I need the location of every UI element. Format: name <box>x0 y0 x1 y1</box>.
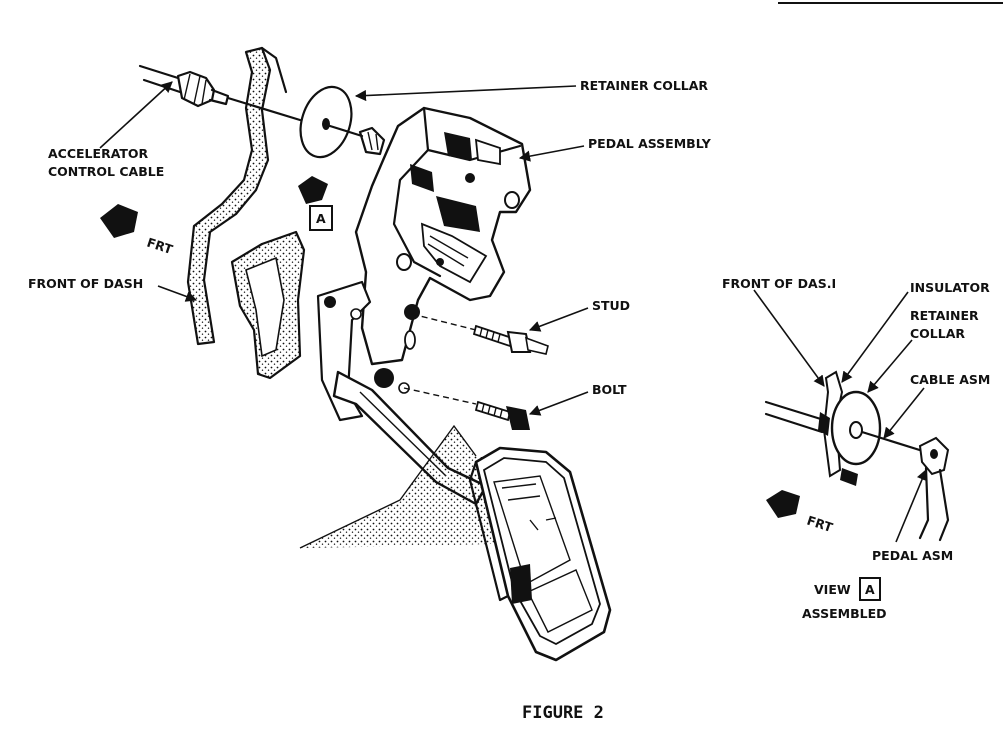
retainer-collar <box>299 85 386 159</box>
frt-arrow-icon <box>100 204 138 238</box>
detail-view: FRT FRONT OF DAS.I INSULATOR RETAINER CO… <box>722 276 990 621</box>
label-stud: STUD <box>592 298 630 313</box>
view-a-marker-label: A <box>316 211 326 226</box>
detail-label-pedal-asm: PEDAL ASM <box>872 548 953 563</box>
stud <box>411 313 549 355</box>
detail-view-box <box>859 577 881 601</box>
label-front-of-dash: FRONT OF DASH <box>28 276 143 291</box>
label-pedal-assembly: PEDAL ASSEMBLY <box>588 136 712 151</box>
floor <box>299 424 548 549</box>
detail-label-front-of-dash: FRONT OF DAS.I <box>722 276 836 291</box>
detail-label-cable-asm: CABLE ASM <box>910 372 990 387</box>
detail-frt-label: FRT <box>805 513 835 535</box>
leader-retainer-collar <box>354 85 577 102</box>
leader-bolt <box>528 391 589 416</box>
main-view: FRT A ACCELERATOR CONTROL CABLE RETAINER… <box>28 46 712 662</box>
label-accelerator-line2: CONTROL CABLE <box>48 164 164 179</box>
frt-label: FRT <box>145 235 175 257</box>
detail-frt-arrow-icon <box>766 490 800 518</box>
pedal-assembly <box>354 106 532 394</box>
label-retainer-collar: RETAINER COLLAR <box>580 78 708 93</box>
leader-stud <box>528 307 589 332</box>
detail-assembled: ASSEMBLED <box>802 606 887 621</box>
detail-label-insulator: INSULATOR <box>910 280 990 295</box>
pedal-pad <box>468 446 612 662</box>
bolt <box>403 387 530 430</box>
label-bolt: BOLT <box>592 382 627 397</box>
label-accelerator-line1: ACCELERATOR <box>48 146 149 161</box>
leader-front-of-dash <box>157 285 198 302</box>
insulator-plate <box>230 230 306 380</box>
detail-label-retainer-line1: RETAINER <box>910 308 979 323</box>
view-a-marker <box>298 176 333 231</box>
dash-panel <box>186 46 288 346</box>
leader-pedal-assembly <box>518 145 585 162</box>
detail-label-retainer-line2: COLLAR <box>910 326 965 341</box>
figure-caption: FIGURE 2 <box>522 703 604 723</box>
leader-accelerator <box>99 81 173 149</box>
accelerator-cable <box>138 64 302 122</box>
detail-view-marker: A <box>865 582 875 597</box>
detail-view-word: VIEW <box>814 582 851 597</box>
